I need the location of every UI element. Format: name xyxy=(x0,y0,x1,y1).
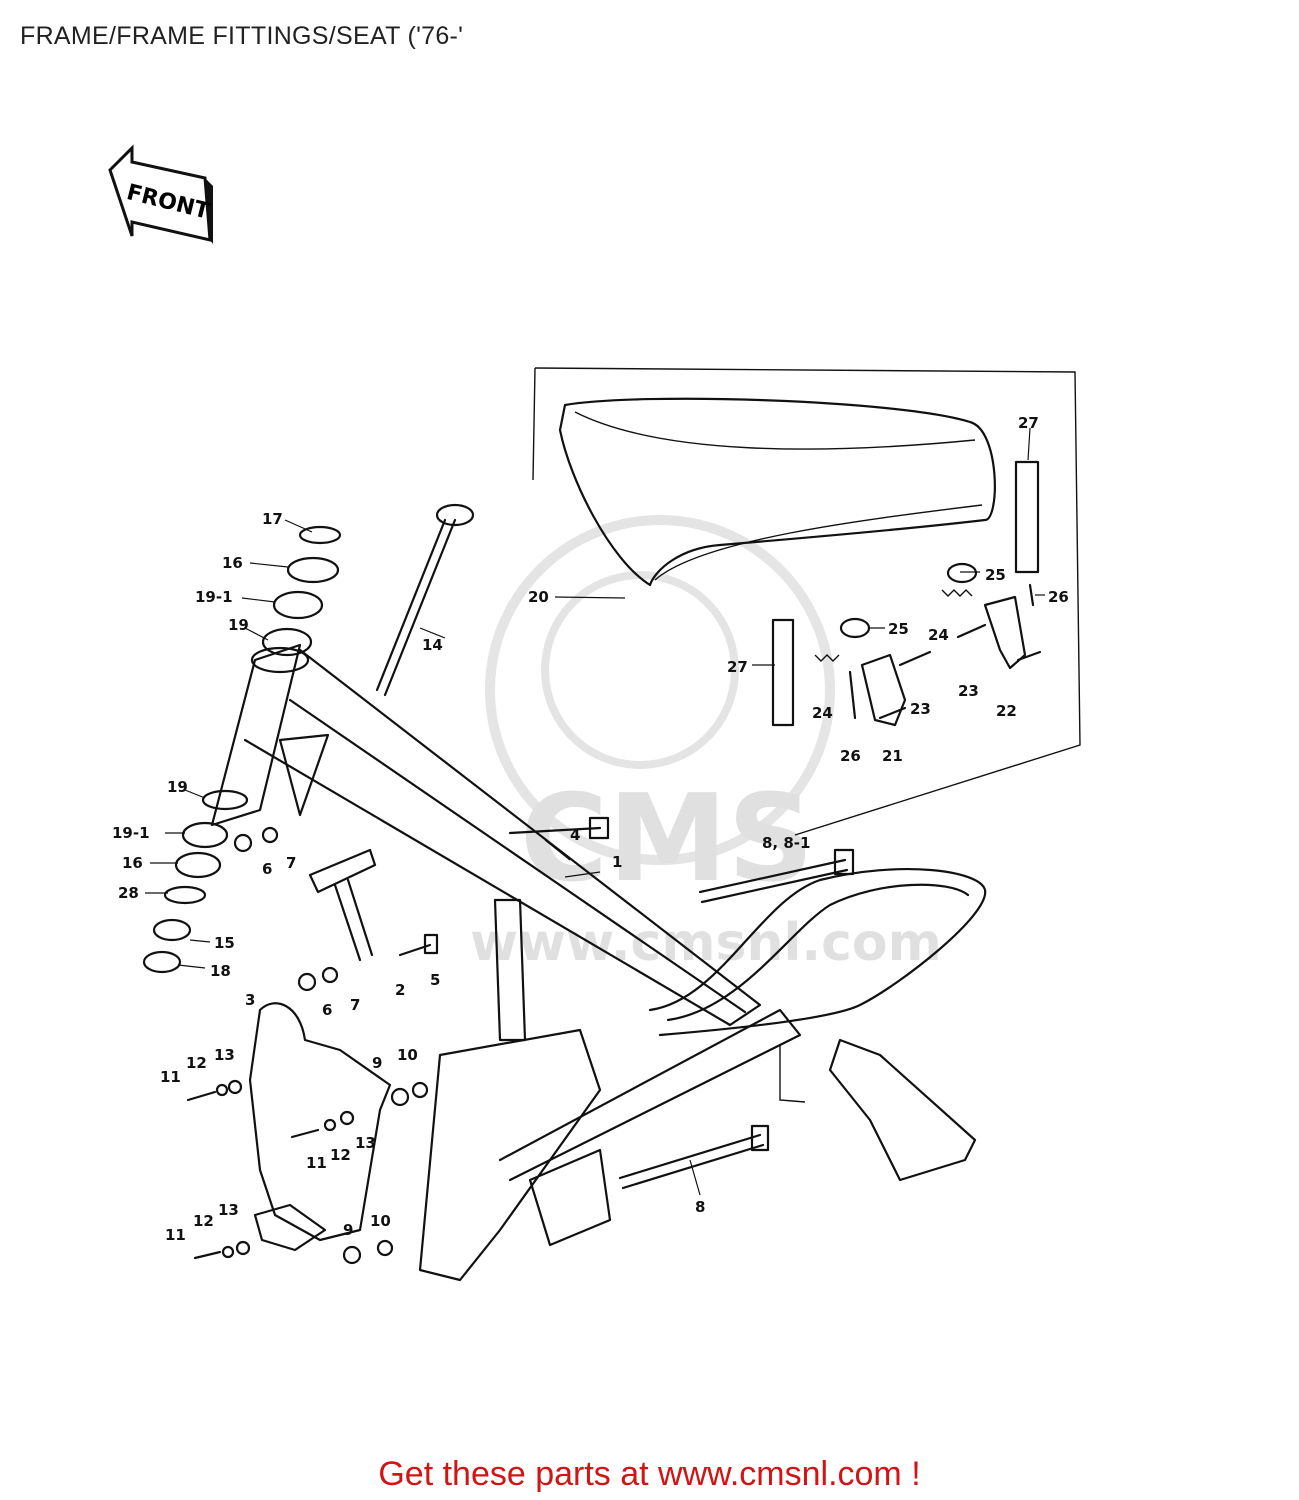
callout-12: 12 xyxy=(330,1146,351,1164)
head-tube xyxy=(210,643,302,827)
callout-19-1: 19-1 xyxy=(112,824,150,842)
callout-1: 1 xyxy=(612,853,622,871)
leader-lines xyxy=(145,427,1045,1196)
seat-strap-left xyxy=(771,618,795,727)
callout-20: 20 xyxy=(528,588,549,606)
callout-19-1: 19-1 xyxy=(195,588,233,606)
callout-2: 2 xyxy=(395,981,405,999)
callout-24: 24 xyxy=(812,704,833,722)
callout-9: 9 xyxy=(343,1221,353,1239)
callout-25: 25 xyxy=(985,566,1006,584)
callout-26: 26 xyxy=(1048,588,1069,606)
callout-19: 19 xyxy=(167,778,188,796)
callout-10: 10 xyxy=(397,1046,418,1064)
callout-16: 16 xyxy=(222,554,243,572)
callout-8: 8 xyxy=(695,1198,705,1216)
callout-11: 11 xyxy=(165,1226,186,1244)
frame xyxy=(210,643,987,1282)
callout-21: 21 xyxy=(882,747,903,765)
callout-27: 27 xyxy=(1018,414,1039,432)
front-arrow-icon: FRONT xyxy=(108,144,213,244)
callout-4: 4 xyxy=(570,826,580,844)
callout-7: 7 xyxy=(350,996,360,1014)
callout-17: 17 xyxy=(262,510,283,528)
callout-8-8-1: 8, 8-1 xyxy=(762,834,810,852)
callout-6: 6 xyxy=(262,860,272,878)
callout-12: 12 xyxy=(193,1212,214,1230)
page-title: FRAME/FRAME FITTINGS/SEAT ('76-' xyxy=(20,22,464,50)
callout-13: 13 xyxy=(218,1201,239,1219)
callout-11: 11 xyxy=(160,1068,181,1086)
callout-10: 10 xyxy=(370,1212,391,1230)
callout-18: 18 xyxy=(210,962,231,980)
mount-rubber-stack xyxy=(142,525,342,992)
seat-cushion-left xyxy=(839,617,871,639)
seat-cushion-right xyxy=(946,562,978,584)
bolts xyxy=(308,503,855,1190)
callout-13: 13 xyxy=(355,1134,376,1152)
callout-labels: 17 16 19-1 19 14 19 19-1 16 28 15 18 6 7… xyxy=(112,414,1069,1244)
seat-hinge-right xyxy=(983,595,1027,670)
side-plate xyxy=(186,1002,429,1265)
callout-6: 6 xyxy=(322,1001,332,1019)
parts-diagram: CMS www.cmsnl.com FRONT xyxy=(108,144,1081,1282)
callout-12: 12 xyxy=(186,1054,207,1072)
callout-27: 27 xyxy=(727,658,748,676)
callout-11: 11 xyxy=(306,1154,327,1172)
callout-28: 28 xyxy=(118,884,139,902)
seat-strap-right xyxy=(1014,460,1040,574)
seat xyxy=(558,397,996,587)
callout-25: 25 xyxy=(888,620,909,638)
callout-19: 19 xyxy=(228,616,249,634)
watermark-logo: CMS xyxy=(520,770,814,909)
callout-5: 5 xyxy=(430,971,440,989)
callout-22: 22 xyxy=(996,702,1017,720)
callout-23: 23 xyxy=(910,700,931,718)
cmsnl-watermark: CMS www.cmsnl.com xyxy=(470,515,942,973)
callout-15: 15 xyxy=(214,934,235,952)
callout-13: 13 xyxy=(214,1046,235,1064)
callout-16: 16 xyxy=(122,854,143,872)
callout-7: 7 xyxy=(286,854,296,872)
footer-link[interactable]: Get these parts at www.cmsnl.com ! xyxy=(378,1455,921,1493)
callout-3: 3 xyxy=(245,991,255,1009)
seat-group xyxy=(532,367,1081,836)
callout-23: 23 xyxy=(958,682,979,700)
callout-24: 24 xyxy=(928,626,949,644)
seat-hinge-left xyxy=(860,653,907,727)
callout-9: 9 xyxy=(372,1054,382,1072)
callout-26: 26 xyxy=(840,747,861,765)
callout-14: 14 xyxy=(422,636,443,654)
